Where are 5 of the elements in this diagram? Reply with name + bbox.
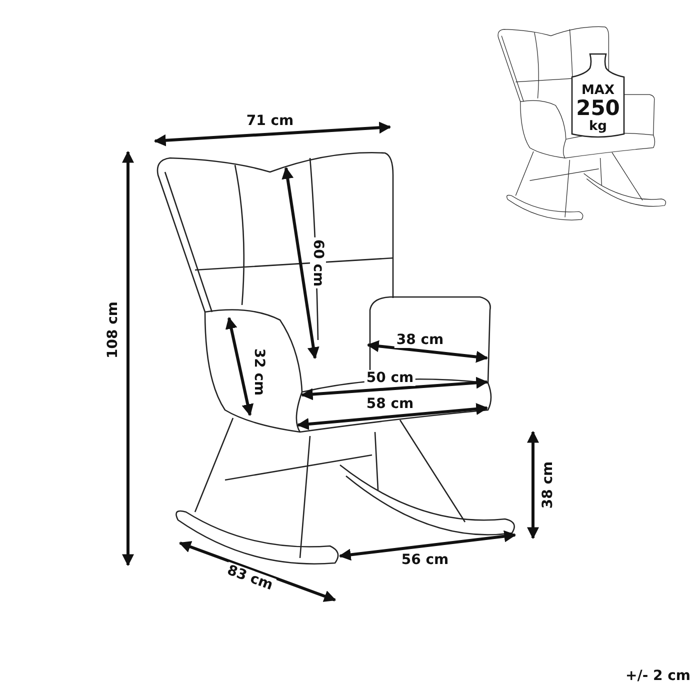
dimension-label: 60 cm	[310, 237, 326, 289]
weight-limit-text: 250	[576, 96, 620, 120]
dimension-label: 50 cm	[364, 370, 416, 386]
weight-limit-text: MAX	[581, 83, 615, 98]
weight-limit-text: kg	[589, 119, 607, 134]
